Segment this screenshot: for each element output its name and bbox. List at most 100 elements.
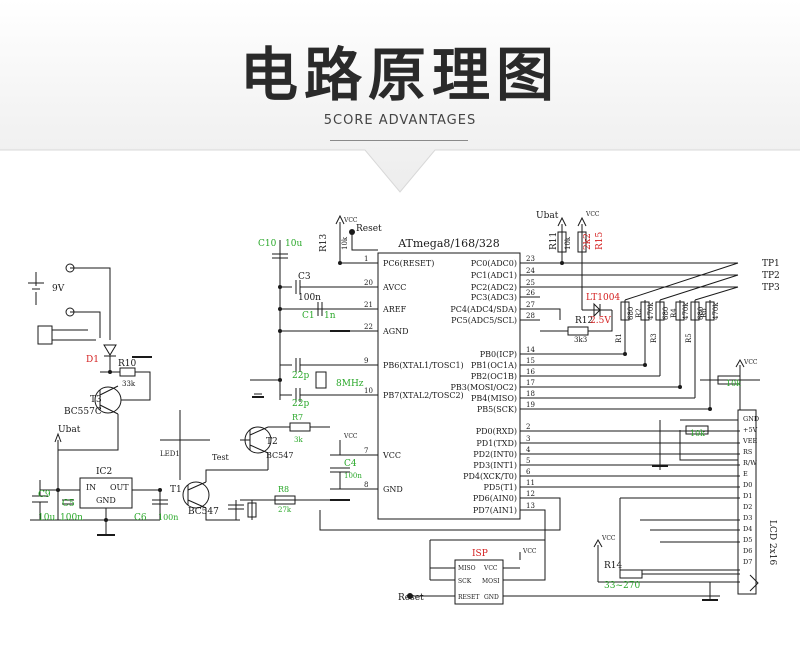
r10-value: 33k [122,380,136,388]
lcd-pin-label: GND [743,415,759,423]
r13-label: R13 [319,233,329,252]
vcc-label: VCC [743,359,758,366]
resistor-array-value: 470k [712,302,720,320]
ubat-label: Ubat [536,211,559,221]
r7-label: R7 [292,413,303,422]
lcd-pin-label: D4 [743,525,752,533]
mcu-pin-number: 20 [364,279,373,287]
battery-label: 9V [52,284,65,294]
vcc-label: VCC [343,217,358,224]
banner-notch [0,149,800,200]
lcd-pin-label: D0 [743,481,752,489]
title-underline [330,140,468,141]
vcc-label: VCC [522,548,537,555]
vcc-label: VCC [343,433,358,440]
isp-connector [454,559,504,605]
mcu-pin-label: PD6(AIN0) [473,494,517,503]
mcu-pin-label: PB1(OC1A) [471,361,517,370]
mcu-pin-label: PB2(OC1B) [471,372,517,381]
resistor-array-label: R6 [700,308,708,318]
c5-label: C5 [62,499,75,509]
r15-label: R15 [595,231,605,250]
mcu-pin-number: 18 [526,390,535,398]
d1-label: D1 [86,355,99,365]
mcu-pin-number: 12 [526,490,535,498]
isp-pin-miso: MISO [458,565,476,572]
r14-value: 33~270 [604,581,640,591]
mcu-pin-number: 22 [364,323,373,331]
tp3-label: TP3 [762,283,780,293]
mcu-pin-label: PC6(RESET) [383,259,434,268]
mcu-pin-label: PC5(ADC5/SCL) [451,316,517,325]
mcu-pin-label: PD0(RXD) [476,427,517,436]
mcu-pin-number: 8 [364,481,368,489]
mcu-pin-label: AGND [382,327,409,336]
c6-value: 100n [158,513,178,522]
mcu-pin-label: PB6(XTAL1/TOSC1) [383,361,464,370]
r15-value: 2k2 [583,233,593,250]
c1-label: C1 [302,311,315,321]
r11-value: 10k [564,236,572,250]
page-subtitle: 5CORE ADVANTAGES [323,113,477,128]
mcu-pin-number: 2 [526,423,530,431]
c6-label: C6 [134,513,147,523]
isp-pin-mosi: MOSI [482,578,500,585]
c1-value: 1n [324,311,336,321]
t2-part: BC547 [266,451,293,460]
resistor-array-label: R1 [615,333,623,343]
r8-value: 27k [278,506,292,514]
mcu-pin-label: PB0(ICP) [480,350,517,359]
r11-label: R11 [549,232,559,250]
lcd-connector [737,409,757,595]
mcu-pin-label: PB7(XTAL2/TOSC2) [383,391,464,400]
mcu-pin-label: AVCC [382,283,406,292]
r10-label: R10 [118,359,137,369]
isp-pin-sck: SCK [458,578,472,585]
mcu-pin-number: 11 [526,479,535,487]
pot-value: 10k [726,379,741,388]
resistor-array-value: 470k [682,302,690,320]
tp2-label: TP2 [762,271,780,281]
lcd-pin-label: E [743,470,748,478]
lcd-pin-label: +5V [743,426,758,434]
t3-label: T3 [90,395,102,405]
mcu-pin-label: PB4(MISO) [471,394,517,403]
mcu-pin-number: 28 [526,312,535,320]
resistor-array-value: 470k [647,302,655,320]
mcu-pin-number: 23 [526,255,535,263]
mcu-pin-number: 27 [526,301,535,309]
lt1004-label: LT1004 [586,293,620,303]
lcd-pin-label: D1 [743,492,752,500]
vcc-label: VCC [585,211,600,218]
mcu-pin-label: GND [383,485,403,494]
c4-value: 100n [344,472,362,480]
mcu-chip [377,252,521,520]
c4-label: C4 [344,459,357,469]
c9-value: 10u [38,513,55,523]
isp-pin-vcc: VCC [483,565,498,572]
t2-label: T2 [266,437,278,447]
mcu-name: ATmega8/168/328 [397,237,500,250]
vcc-label: VCC [601,535,616,542]
pot-value: 10k [690,429,705,438]
mcu-pin-number: 13 [526,502,535,510]
mcu-pin-label: PD7(AIN1) [473,506,517,515]
resistor-array-value: 680 [627,307,635,320]
r14-label: R14 [604,561,623,571]
mcu-pin-label: PD4(XCK/T0) [463,472,517,481]
mcu-pin-number: 15 [526,357,535,365]
mcu-pin-label: VCC [382,451,401,460]
t1-part: BC547 [188,507,219,517]
resistor-array-value: 680 [697,307,705,320]
resistor-array-label: R4 [670,308,678,318]
mcu-pin-number: 5 [526,457,530,465]
ubat-label: Ubat [58,425,81,435]
ic2-out: OUT [110,483,129,492]
mcu-pin-number: 7 [364,447,368,455]
mcu-pin-label: PD3(INT1) [473,461,517,470]
mcu-pin-number: 14 [526,346,535,354]
reset-label: Reset [398,593,424,603]
mcu-pin-label: PC4(ADC4/SDA) [450,305,517,314]
r12-label: R12 [575,316,593,326]
